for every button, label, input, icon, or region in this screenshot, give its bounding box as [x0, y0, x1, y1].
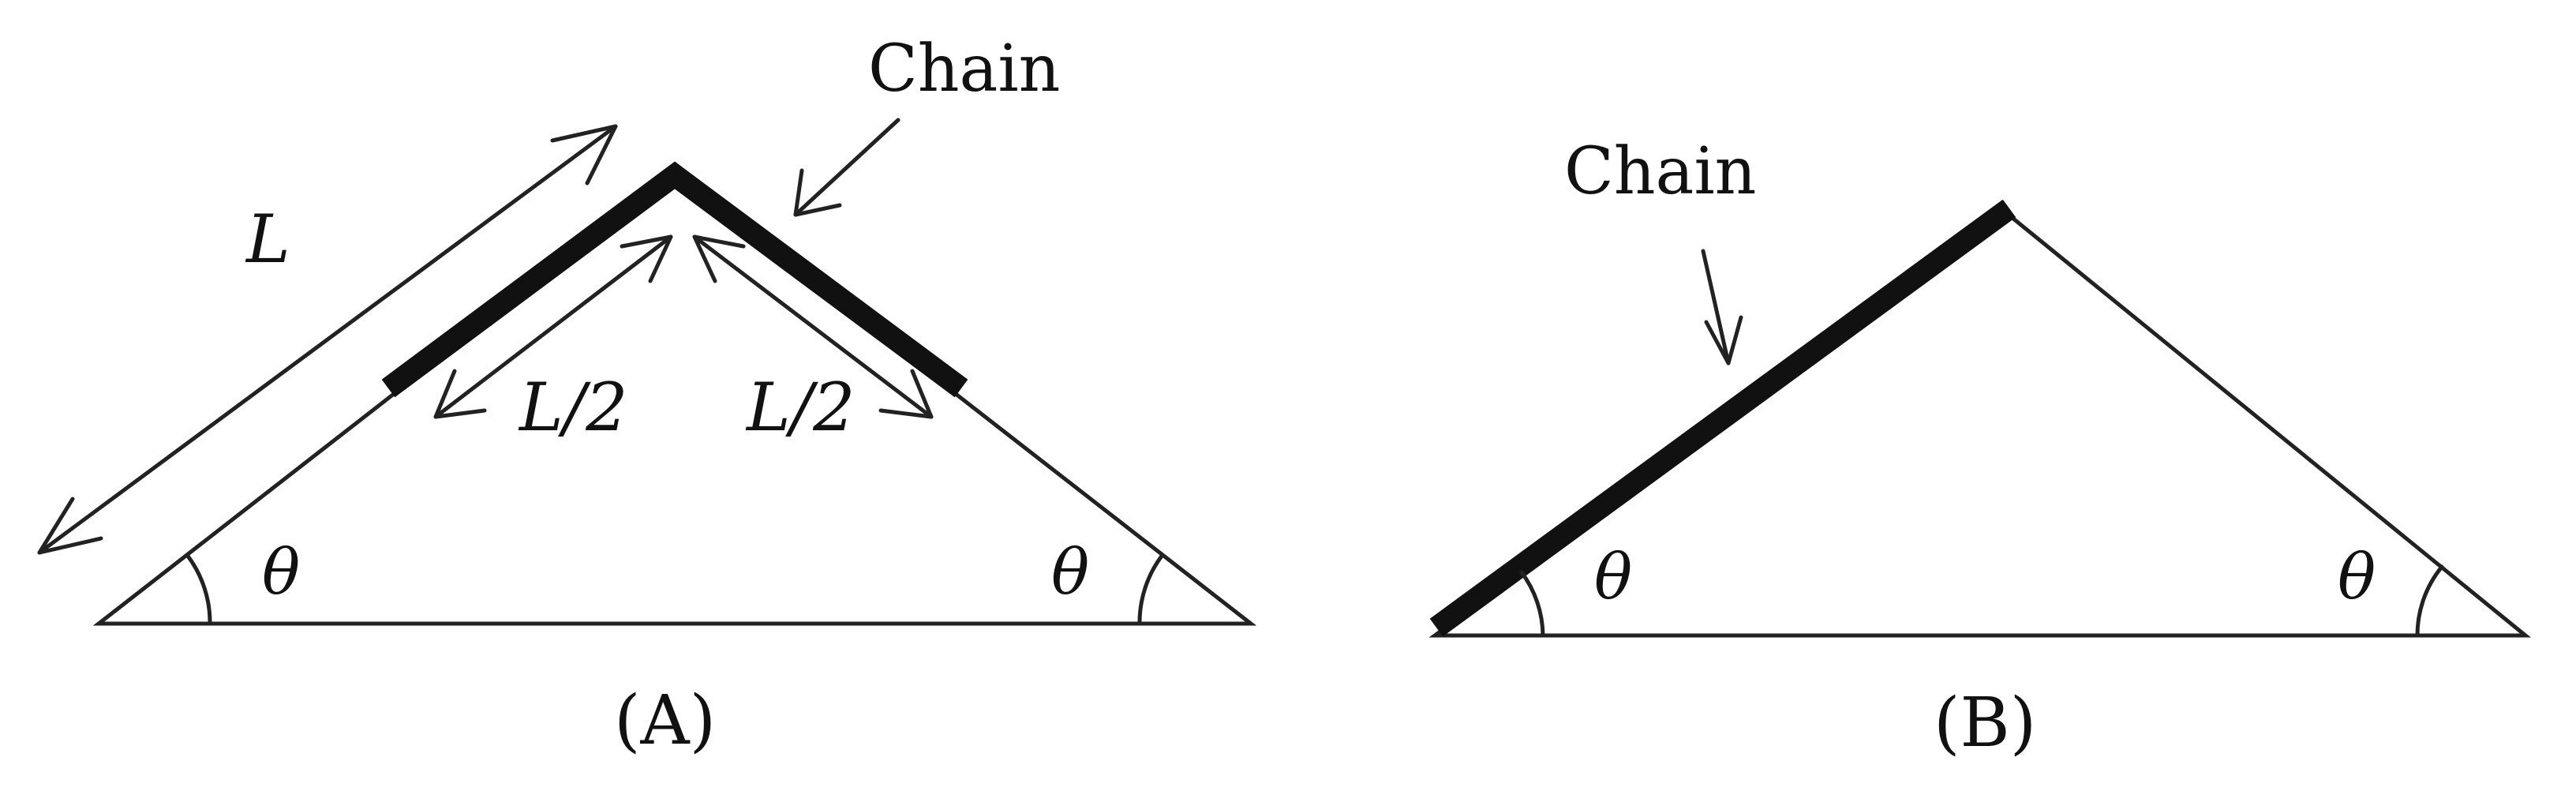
figure-a-caption: (A) — [614, 681, 716, 760]
half-length-right-label: L/2 — [745, 369, 856, 446]
chain-b — [1429, 199, 2016, 637]
half-length-left-label: L/2 — [518, 369, 628, 446]
half-length-right-arrow — [692, 234, 934, 419]
angle-a-left-label: θ — [262, 535, 300, 609]
length-l-arrow — [37, 124, 618, 555]
angle-b-left-label: θ — [1594, 540, 1632, 613]
chain-b-label: Chain — [1564, 134, 1756, 209]
figure-b-caption: (B) — [1934, 684, 2036, 763]
incline-a-triangle — [92, 172, 1257, 626]
chain-b-pointer-arrow — [1701, 249, 1743, 366]
chain-a-pointer-arrow — [793, 118, 900, 217]
angle-b-left-arc — [1519, 570, 1545, 638]
angle-b-right-label: θ — [2338, 540, 2376, 613]
figure-a: Chain L L/2 L/2 θ θ (A) — [37, 32, 1257, 760]
angle-b-right-arc — [2415, 564, 2444, 638]
figure-b: Chain θ θ (B) — [1428, 134, 2532, 763]
angle-a-left-arc — [185, 553, 212, 626]
angle-a-right-label: θ — [1051, 535, 1089, 609]
angle-a-right-arc — [1137, 553, 1165, 626]
chain-a — [381, 161, 968, 398]
chain-a-label: Chain — [868, 32, 1060, 107]
length-l-label: L — [245, 201, 290, 278]
half-length-left-arrow — [433, 234, 673, 419]
